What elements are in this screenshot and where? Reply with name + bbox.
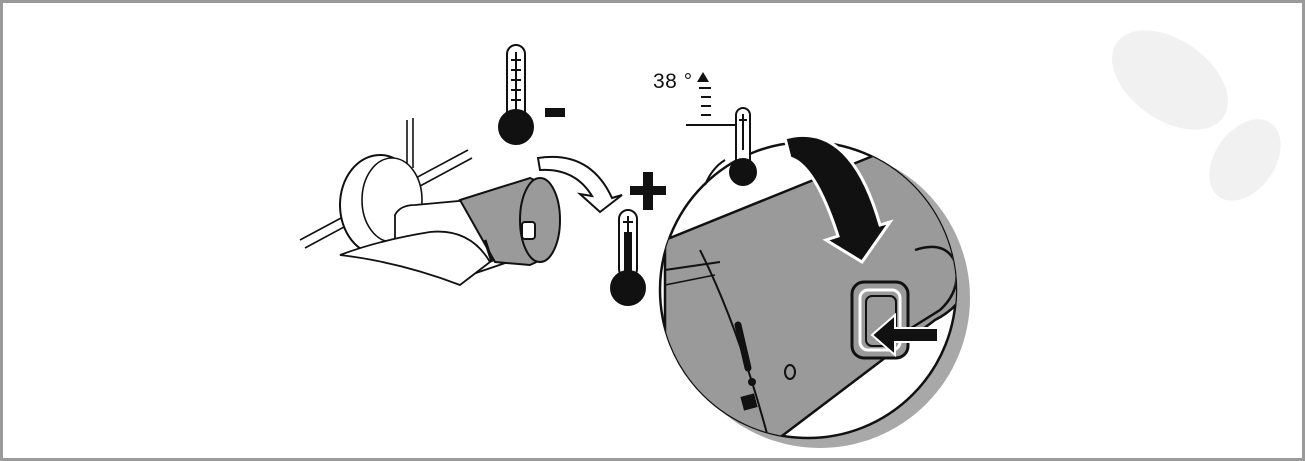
plus-sign-icon [630,172,666,210]
mixer-tap-overview [299,118,561,287]
thermometer-preset-icon [729,107,757,186]
knob-marker-detail [734,321,752,372]
scale-up-arrow-icon [697,72,709,82]
thermometer-cold-icon [498,44,534,145]
temperature-scale [686,72,739,126]
safety-button-small [521,221,536,240]
minus-sign-icon [545,108,565,117]
knob-dot [784,364,796,380]
watermark [1112,30,1281,201]
preset-temperature-label: 38 ° [653,70,693,93]
mixer-spout [339,230,492,287]
turn-arrow-large-icon [783,133,894,265]
knob-marker [483,239,494,263]
push-arrow-icon [870,312,939,358]
knob-end-cap [519,177,561,263]
detail-magnifier [658,133,970,448]
turn-arrow-icon [536,155,623,214]
thermometer-hot-icon [610,209,646,306]
